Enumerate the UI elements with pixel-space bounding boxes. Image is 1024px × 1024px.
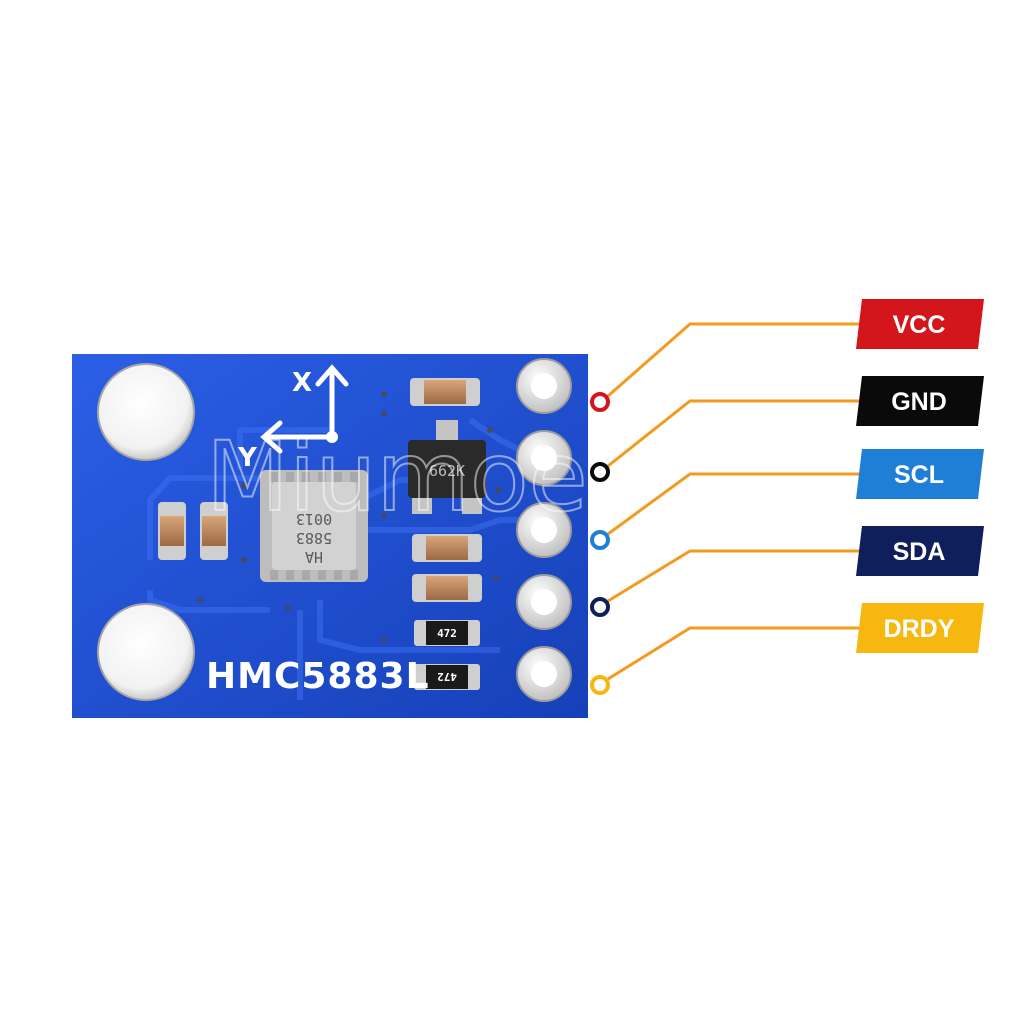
pin-gnd-dot xyxy=(590,462,610,482)
pin-sda-dot xyxy=(590,597,610,617)
axis-x-label: X xyxy=(292,368,312,398)
watermark: Miumoekm xyxy=(206,421,737,533)
board-model-label: HMC5883L xyxy=(206,656,430,697)
pin-labels: VCC GND SCL SDA DRDY xyxy=(590,299,984,695)
chip-mark-line-1: 0013 xyxy=(296,510,332,528)
pad-4 xyxy=(516,574,572,630)
resistor-2: 472 xyxy=(414,664,480,690)
capacitor-top xyxy=(410,378,480,406)
chip-mark-line-3: HA xyxy=(305,548,323,566)
pin-scl-leader-line xyxy=(607,472,862,536)
pin-vcc: VCC xyxy=(590,299,984,412)
pad-2 xyxy=(516,430,572,486)
regulator-marking: 662K xyxy=(429,462,465,480)
pin-sda-label: SDA xyxy=(893,538,946,566)
pin-sda: SDA xyxy=(590,526,984,617)
capacitor-left-2 xyxy=(200,502,228,560)
axis-indicator xyxy=(260,364,349,454)
pin-vcc-dot xyxy=(590,392,610,412)
mounting-hole-bottom xyxy=(97,603,195,701)
pad-5 xyxy=(516,646,572,702)
voltage-regulator: 662K xyxy=(408,420,486,514)
pin-scl-label-box xyxy=(856,449,984,499)
capacitor-right-2 xyxy=(412,574,482,602)
pin-vcc-leader-line xyxy=(607,322,862,398)
pin-vcc-label-box xyxy=(856,299,984,349)
pin-vcc-label: VCC xyxy=(893,311,946,339)
magnetometer-chip: 0013 5883 HA xyxy=(260,470,368,582)
capacitor-left-1 xyxy=(158,502,186,560)
pin-scl: SCL xyxy=(590,449,984,550)
pin-drdy-label: DRDY xyxy=(884,615,955,643)
vias xyxy=(197,391,501,643)
pin-gnd-leader-line xyxy=(607,399,862,468)
resistor-2-marking: 472 xyxy=(437,670,457,683)
pin-gnd: GND xyxy=(590,376,984,482)
pin-scl-dot xyxy=(590,530,610,550)
pin-drdy-dot xyxy=(590,675,610,695)
pin-drdy-leader-line xyxy=(607,626,862,681)
axis-y-label: Y xyxy=(237,443,258,473)
mounting-hole-top xyxy=(97,363,195,461)
resistor-1-marking: 472 xyxy=(437,627,457,640)
header-pads xyxy=(516,358,572,702)
pin-gnd-label: GND xyxy=(891,388,947,416)
pin-drdy: DRDY xyxy=(590,603,984,695)
pin-scl-label: SCL xyxy=(894,461,944,489)
pin-drdy-label-box xyxy=(856,603,984,653)
capacitor-right-1 xyxy=(412,534,482,562)
chip-mark-line-2: 5883 xyxy=(296,529,332,547)
resistor-1: 472 xyxy=(414,620,480,646)
pin-gnd-label-box xyxy=(856,376,984,426)
pad-3 xyxy=(516,502,572,558)
pad-1 xyxy=(516,358,572,414)
pin-sda-leader-line xyxy=(607,549,862,603)
pin-sda-label-box xyxy=(856,526,984,576)
